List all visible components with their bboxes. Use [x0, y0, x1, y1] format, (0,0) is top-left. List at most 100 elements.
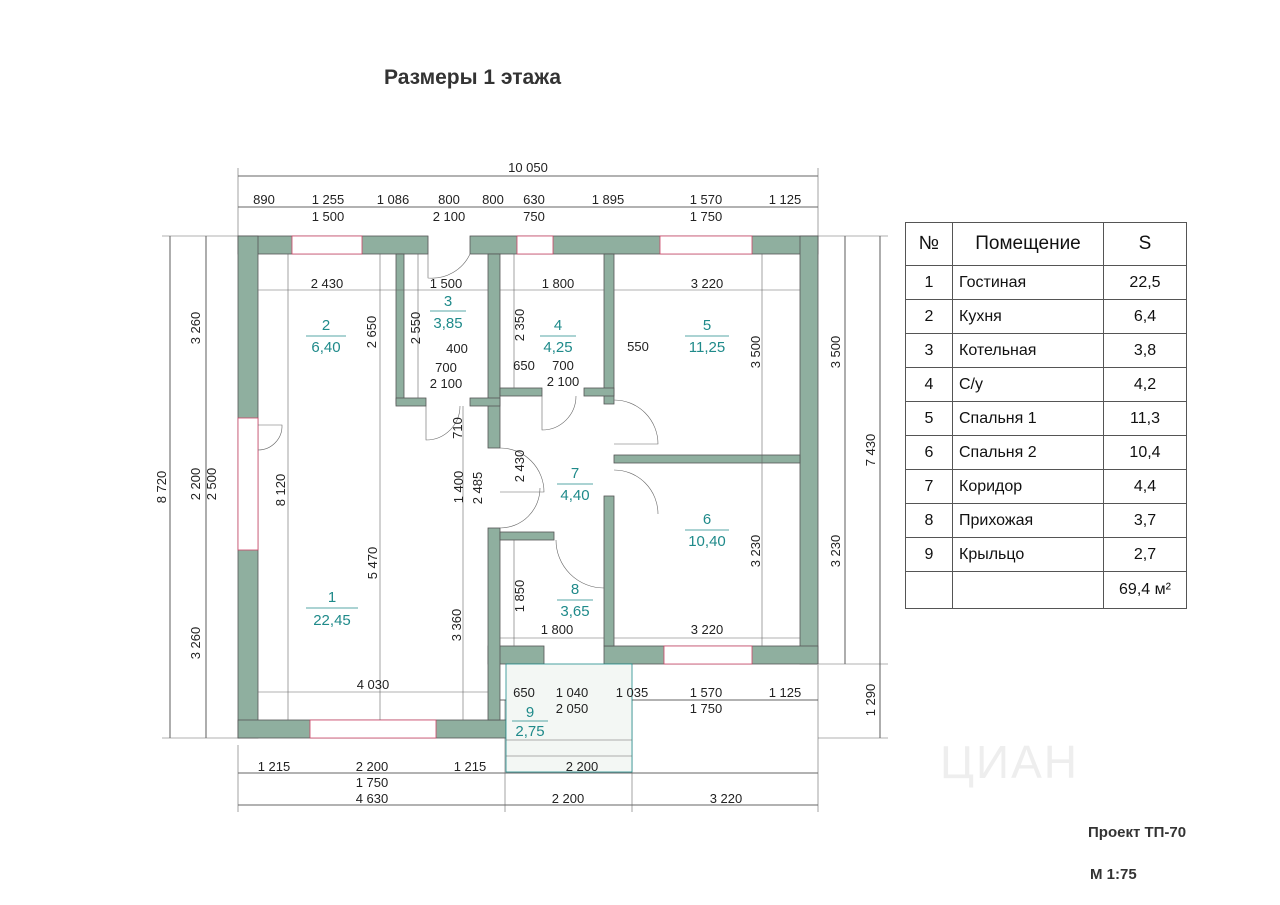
cell-num: 7 — [905, 469, 953, 504]
dim-left-total: 8 720 — [154, 471, 169, 504]
dim-interior: 550 — [627, 339, 649, 354]
cell-name: Кухня — [952, 299, 1104, 334]
dim-interior: 2 430 — [512, 450, 527, 483]
room-6-area: 10,40 — [688, 533, 726, 550]
cell-area: 4,4 — [1103, 469, 1187, 504]
cell-name: Спальня 1 — [952, 401, 1104, 436]
dim-porch: 1 040 — [556, 685, 589, 700]
dim-interior: 700 — [552, 358, 574, 373]
dim-interior: 2 650 — [364, 316, 379, 349]
cell-num: 5 — [905, 401, 953, 436]
dim-top: 1 895 — [592, 192, 625, 207]
table-total-row: 69,4 м² — [905, 571, 1187, 609]
dim-bottom-2: 4 630 — [356, 791, 389, 806]
room-6-number: 6 — [703, 511, 711, 528]
dimension-texts: 10 050 890 1 255 1 086 800 800 630 1 895… — [154, 160, 878, 806]
dim-interior: 1 400 — [451, 471, 466, 504]
room-3-number: 3 — [444, 293, 452, 310]
dim-top-2: 1 500 — [312, 209, 345, 224]
dim-interior: 1 850 — [512, 580, 527, 613]
total-area: 69,4 м² — [1103, 571, 1187, 609]
dim-left: 3 260 — [188, 312, 203, 345]
cell-empty — [905, 571, 953, 609]
room-3-area: 3,85 — [433, 315, 462, 332]
cell-name: Крыльцо — [952, 537, 1104, 572]
dim-porch: 650 — [513, 685, 535, 700]
dim-porch: 2 050 — [556, 701, 589, 716]
dim-top: 630 — [523, 192, 545, 207]
dim-top: 800 — [438, 192, 460, 207]
cell-name: Спальня 2 — [952, 435, 1104, 470]
dim-interior: 3 230 — [748, 535, 763, 568]
room-8-number: 8 — [571, 581, 579, 598]
interior-dim-lines — [258, 254, 800, 720]
dim-interior: 2 350 — [512, 309, 527, 342]
dim-right: 1 290 — [863, 684, 878, 717]
dim-interior: 2 430 — [311, 276, 344, 291]
dim-top-2: 2 100 — [433, 209, 466, 224]
dim-interior: 2 100 — [547, 374, 580, 389]
room-8-area: 3,65 — [560, 603, 589, 620]
dim-right: 3 230 — [828, 535, 843, 568]
cell-area: 3,7 — [1103, 503, 1187, 538]
room-4-area: 4,25 — [543, 339, 572, 356]
dim-interior: 8 120 — [273, 474, 288, 507]
dim-top-2: 1 750 — [690, 209, 723, 224]
project-name: Проект ТП-70 — [1088, 824, 1187, 841]
cell-area: 6,4 — [1103, 299, 1187, 334]
dim-interior: 2 485 — [470, 472, 485, 505]
cell-name: Коридор — [952, 469, 1104, 504]
dim-interior: 1 800 — [541, 622, 574, 637]
cell-area: 22,5 — [1103, 265, 1187, 300]
windows — [237, 235, 753, 739]
cell-name: Котельная — [952, 333, 1104, 368]
room-labels: 1 22,45 2 6,40 3 3,85 4 4,25 5 11,25 6 1… — [306, 293, 729, 740]
room-4-number: 4 — [554, 317, 562, 334]
dim-interior: 3 220 — [691, 276, 724, 291]
col-header: Помещение — [952, 222, 1104, 266]
room-5-area: 11,25 — [689, 339, 725, 356]
dim-bottom: 1 750 — [356, 775, 389, 790]
cell-num: 9 — [905, 537, 953, 572]
cell-num: 3 — [905, 333, 953, 368]
cell-area: 3,8 — [1103, 333, 1187, 368]
dim-interior: 400 — [446, 341, 468, 356]
room-1-area: 22,45 — [313, 612, 351, 629]
cell-name: Гостиная — [952, 265, 1104, 300]
dim-interior: 4 030 — [357, 677, 390, 692]
dim-interior: 3 360 — [449, 609, 464, 642]
cell-area: 10,4 — [1103, 435, 1187, 470]
dim-bottom: 2 200 — [356, 759, 389, 774]
dim-interior: 1 800 — [542, 276, 575, 291]
porch — [505, 663, 633, 773]
page-title: Размеры 1 этажа — [384, 66, 562, 89]
dim-right: 3 500 — [828, 336, 843, 369]
room-5-number: 5 — [703, 317, 711, 334]
dim-total-top: 10 050 — [508, 160, 548, 175]
cell-num: 8 — [905, 503, 953, 538]
dim-interior: 3 500 — [748, 336, 763, 369]
dim-top: 1 570 — [690, 192, 723, 207]
cell-name: С/у — [952, 367, 1104, 402]
cell-area: 11,3 — [1103, 401, 1187, 436]
cell-area: 4,2 — [1103, 367, 1187, 402]
cell-empty — [952, 571, 1104, 609]
dim-bottom-2: 3 220 — [710, 791, 743, 806]
dim-top-2: 750 — [523, 209, 545, 224]
cell-area: 2,7 — [1103, 537, 1187, 572]
dim-bottom: 1 215 — [454, 759, 487, 774]
cell-num: 1 — [905, 265, 953, 300]
dim-top: 800 — [482, 192, 504, 207]
dim-interior: 2 100 — [430, 376, 463, 391]
dim-left: 3 260 — [188, 627, 203, 660]
dim-interior: 3 220 — [691, 622, 724, 637]
dim-interior: 5 470 — [365, 547, 380, 580]
cell-name: Прихожая — [952, 503, 1104, 538]
